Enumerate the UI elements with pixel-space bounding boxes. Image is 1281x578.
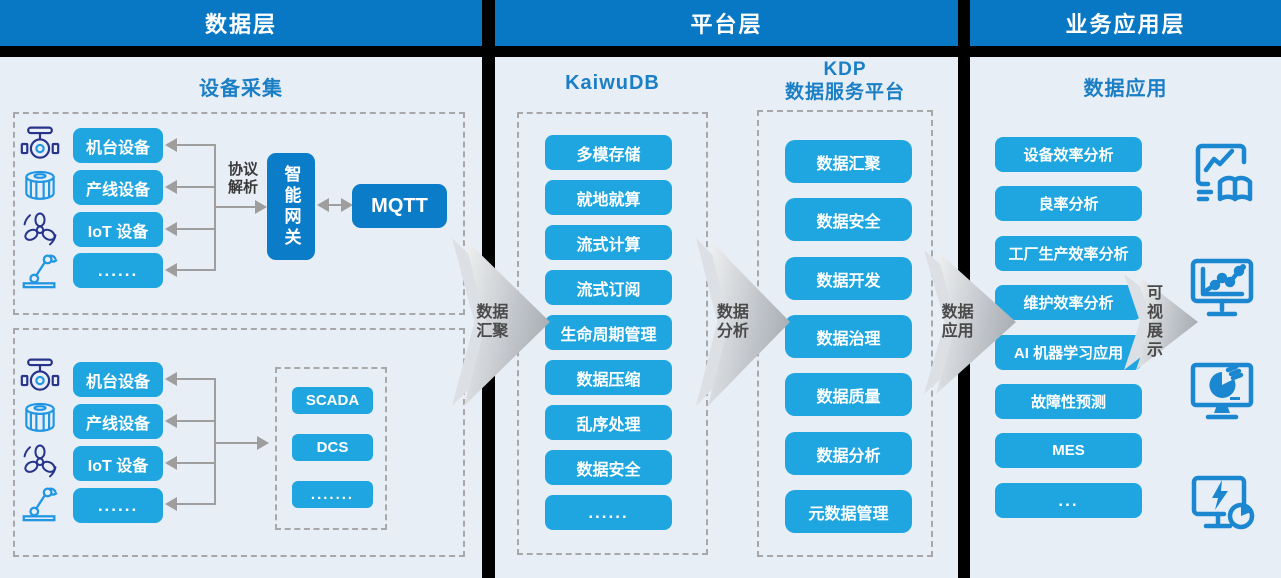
- device-box-more: ......: [73, 253, 163, 288]
- connector-line: [216, 206, 256, 208]
- system-box-dcs: DCS: [292, 434, 373, 461]
- arrowhead-icon: [165, 180, 177, 194]
- application-item: 设备效率分析: [995, 137, 1142, 172]
- connector-line: [177, 420, 216, 422]
- kaiwudb-item: 流式订阅: [545, 270, 672, 305]
- valve-icon: [18, 124, 62, 164]
- connector-line: [177, 503, 216, 505]
- subtitle-device-collection: 设备采集: [199, 78, 283, 100]
- device-box: IoT 设备: [73, 446, 163, 481]
- protocol-parse-label: 协议 解析: [227, 161, 258, 196]
- monitor-linechart-icon: [1186, 250, 1258, 326]
- kaiwudb-item: 生命周期管理: [545, 315, 672, 350]
- robot-arm-icon: [18, 248, 62, 290]
- header-data-layer: 数据层: [0, 0, 482, 46]
- kdp-item: 数据质量: [785, 373, 912, 416]
- system-box-more: .......: [292, 481, 373, 508]
- kaiwudb-item: 数据压缩: [545, 360, 672, 395]
- arrowhead-icon: [165, 372, 177, 386]
- flow-arrow-data-application: 数据 应用: [924, 250, 1016, 394]
- device-box: 产线设备: [73, 170, 163, 205]
- connector-line: [214, 144, 216, 271]
- arrowhead-icon: [255, 200, 267, 214]
- smart-gateway-box: 智能网关: [267, 153, 315, 260]
- subtitle-data-application: 数据应用: [1083, 78, 1168, 100]
- drum-icon: [18, 398, 62, 438]
- device-box: IoT 设备: [73, 212, 163, 247]
- flow-arrow-label: 可视 展示: [1146, 285, 1163, 359]
- arrowhead-icon: [165, 138, 177, 152]
- device-box: 机台设备: [73, 128, 163, 163]
- connector-line: [177, 269, 216, 271]
- connector-line: [327, 204, 343, 206]
- kdp-item: 数据开发: [785, 257, 912, 300]
- system-box-scada: SCADA: [292, 387, 373, 414]
- application-item-more: ...: [995, 483, 1142, 518]
- kaiwudb-item: 数据安全: [545, 450, 672, 485]
- flow-arrow-label: 数据 分析: [716, 304, 749, 340]
- arrowhead-icon: [257, 436, 269, 450]
- device-box: 产线设备: [73, 404, 163, 439]
- device-box: 机台设备: [73, 362, 163, 397]
- arrowhead-icon: [341, 198, 353, 212]
- kdp-item: 数据安全: [785, 198, 912, 241]
- connector-line: [177, 186, 216, 188]
- report-book-icon: [1186, 134, 1258, 210]
- arrowhead-icon: [165, 414, 177, 428]
- connector-line: [177, 144, 216, 146]
- monitor-power-icon: [1186, 464, 1258, 540]
- kdp-item: 数据汇聚: [785, 140, 912, 183]
- header-platform-layer: 平台层: [495, 0, 958, 46]
- header-business-layer: 业务应用层: [970, 0, 1281, 46]
- arrowhead-icon: [317, 198, 329, 212]
- control-systems-box: [275, 367, 387, 530]
- kdp-item: 元数据管理: [785, 490, 912, 533]
- arrowhead-icon: [165, 263, 177, 277]
- flow-arrow-label: 数据 应用: [941, 304, 974, 340]
- connector-line: [177, 378, 216, 380]
- application-item: 故障性预测: [995, 384, 1142, 419]
- kaiwudb-item-more: ......: [545, 495, 672, 530]
- kdp-item: 数据治理: [785, 315, 912, 358]
- drum-icon: [18, 166, 62, 206]
- robot-arm-icon: [18, 481, 62, 523]
- flow-arrow-visual-display: 可视 展示: [1124, 274, 1198, 370]
- connector-line: [216, 442, 258, 444]
- subtitle-kaiwudb: KaiwuDB: [565, 72, 660, 94]
- upper-device-group-box: [13, 112, 465, 315]
- application-item: AI 机器学习应用: [995, 335, 1142, 370]
- connector-line: [214, 378, 216, 505]
- fan-icon: [18, 208, 62, 248]
- mqtt-box: MQTT: [352, 184, 447, 228]
- lower-device-group-box: [13, 328, 465, 557]
- application-item: 工厂生产效率分析: [995, 236, 1142, 271]
- application-item: MES: [995, 433, 1142, 468]
- arrowhead-icon: [165, 222, 177, 236]
- kaiwudb-item: 多模存储: [545, 135, 672, 170]
- application-item: 良率分析: [995, 186, 1142, 221]
- flow-arrow-label: 数据 汇聚: [476, 304, 509, 340]
- arrowhead-icon: [165, 456, 177, 470]
- device-box-more: ......: [73, 488, 163, 523]
- connector-line: [177, 228, 216, 230]
- connector-line: [177, 462, 216, 464]
- kaiwudb-item: 就地就算: [545, 180, 672, 215]
- arrowhead-icon: [165, 497, 177, 511]
- kaiwudb-item: 乱序处理: [545, 405, 672, 440]
- kaiwudb-item: 流式计算: [545, 225, 672, 260]
- kdp-item: 数据分析: [785, 432, 912, 475]
- monitor-piechart-icon: [1186, 356, 1258, 432]
- subtitle-kdp: KDP 数据服务平台: [784, 59, 905, 103]
- application-item: 维护效率分析: [995, 285, 1142, 320]
- flow-arrow-data-aggregation: 数据 汇聚: [452, 238, 550, 406]
- valve-icon: [18, 356, 62, 396]
- fan-icon: [18, 440, 62, 480]
- flow-arrow-data-analysis: 数据 分析: [696, 238, 790, 406]
